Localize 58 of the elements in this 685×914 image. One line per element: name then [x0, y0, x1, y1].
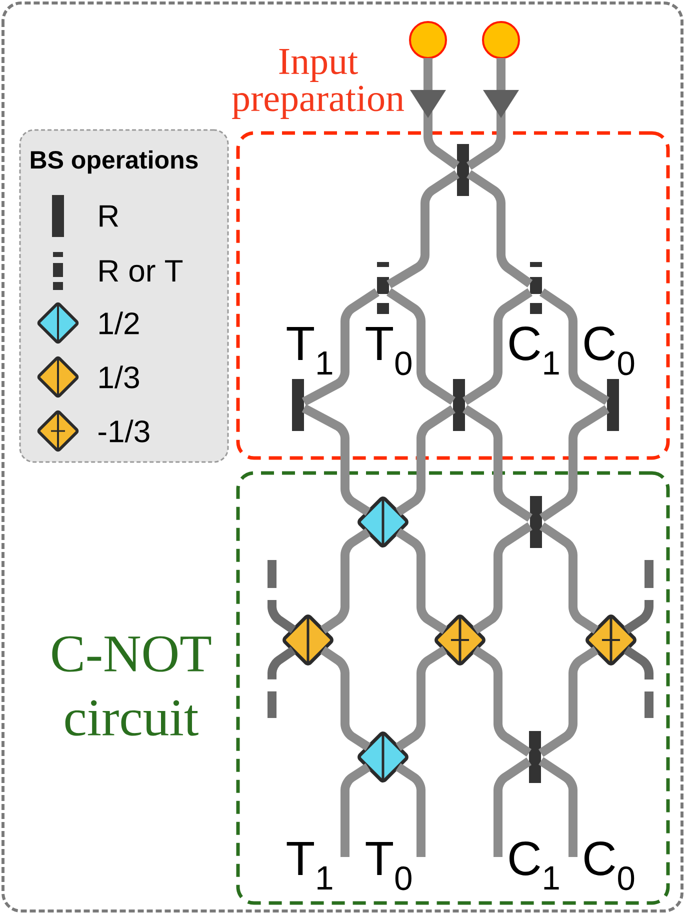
port-label: C$_{0}$: [584, 326, 634, 376]
waveguide-line: [302, 404, 370, 516]
splitter-diamond: [434, 614, 486, 666]
arrow: [410, 58, 460, 170]
input-circle: [482, 21, 520, 59]
port-label: T$_{1}$: [286, 326, 332, 375]
dashed-line: [268, 560, 296, 634]
splitter-diamond: [358, 732, 408, 783]
splitter-diamond: [282, 614, 334, 666]
legend-label: 1/3: [100, 366, 139, 388]
port-label: T$_{0}$: [366, 326, 412, 376]
port-label: T$_{1}$: [286, 842, 332, 890]
splitter-diamond: [586, 614, 636, 666]
legend-label: -1/3: [98, 420, 150, 442]
waveguide-line: [302, 288, 380, 406]
splitter-bar: [457, 144, 469, 196]
waveguide-line: [538, 757, 578, 857]
splitter-bar: [607, 379, 619, 431]
waveguide-line: [539, 522, 598, 634]
splitter-diamond: [358, 496, 408, 548]
waveguide-line: [396, 405, 456, 516]
waveguide-line: [539, 405, 610, 522]
region-title: Input preparation: [232, 49, 404, 119]
waveguide-line: [386, 170, 460, 288]
waveguide-line: [494, 757, 532, 857]
waveguide-line: [538, 646, 598, 757]
waveguide-line: [472, 646, 532, 757]
legend-label: R or T: [100, 260, 183, 282]
waveguide-line: [462, 404, 532, 522]
legend-label: 1/2: [100, 312, 139, 334]
waveguide-line: [539, 288, 610, 405]
region-title: C-NOT circuit: [52, 636, 212, 736]
port-label: T$_{0}$: [366, 842, 412, 890]
waveguide-line: [466, 170, 533, 288]
port-label: C$_{0}$: [584, 842, 634, 890]
waveguide-line: [320, 528, 371, 634]
waveguide-line: [396, 763, 426, 857]
splitter-bar: [453, 379, 465, 431]
dashed-line: [268, 646, 296, 718]
input-circle: [409, 21, 447, 59]
dashed-splitter-bar: [530, 262, 542, 314]
legend-label: R: [100, 205, 118, 227]
dashed-line: [624, 560, 654, 634]
waveguide-line: [340, 763, 371, 857]
waveguide-line: [386, 288, 456, 405]
splitter-bar: [529, 731, 541, 783]
port-label: C$_{1}$: [510, 326, 559, 375]
dashed-line: [624, 646, 654, 718]
splitter-bar: [292, 379, 304, 431]
waveguide-line: [396, 646, 448, 751]
arrow: [466, 58, 519, 170]
waveguide-line: [396, 528, 448, 634]
waveguide-line: [320, 646, 371, 751]
waveguide-line: [472, 522, 532, 634]
port-label: C$_{1}$: [510, 842, 559, 890]
waveguide-line: [462, 288, 532, 406]
splitter-bar: [530, 496, 542, 548]
dashed-splitter-bar: [377, 262, 389, 314]
